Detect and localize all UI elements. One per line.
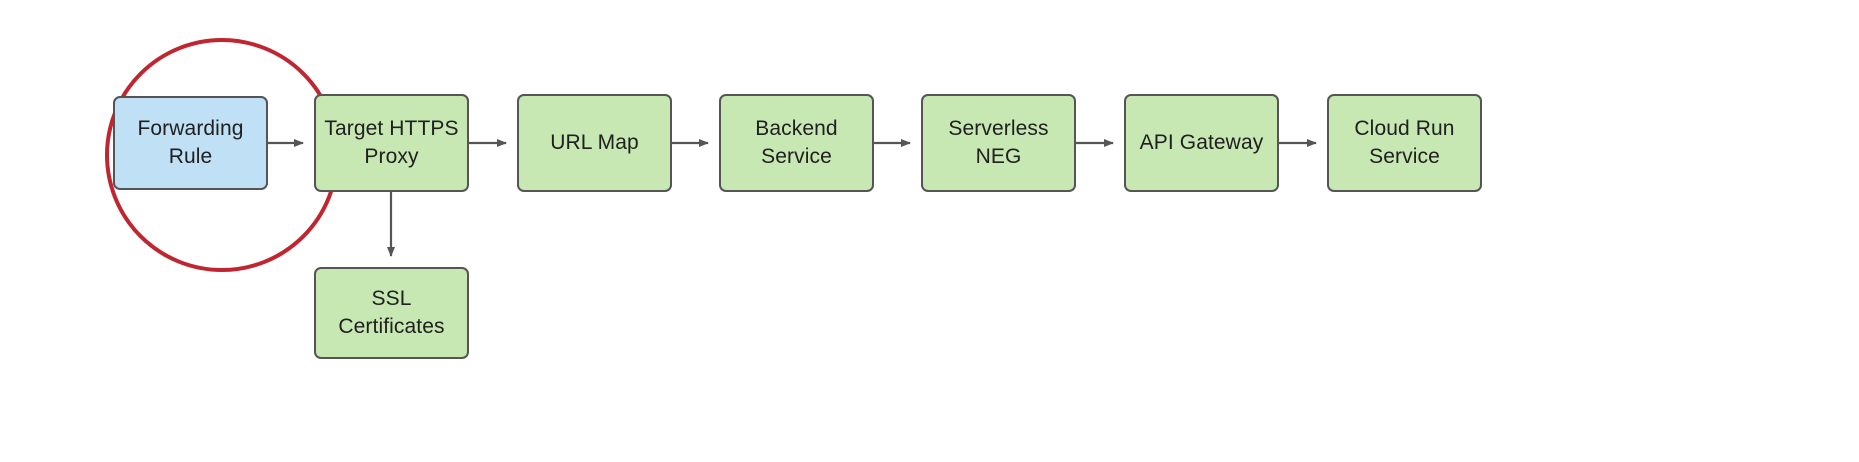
node-target-https-proxy[interactable]: Target HTTPS Proxy (314, 94, 469, 192)
node-serverless-neg-label: Serverless NEG (948, 117, 1049, 168)
node-forwarding-rule[interactable]: Forwarding Rule (113, 96, 268, 190)
node-ssl-certificates-label: SSL Certificates (338, 287, 445, 338)
node-api-gateway-label: API Gateway (1139, 131, 1264, 155)
node-cloud-run-service[interactable]: Cloud Run Service (1327, 94, 1482, 192)
node-backend-service[interactable]: Backend Service (719, 94, 874, 192)
node-api-gateway[interactable]: API Gateway (1124, 94, 1279, 192)
node-url-map[interactable]: URL Map (517, 94, 672, 192)
node-target-https-proxy-label: Target HTTPS Proxy (324, 117, 459, 168)
node-backend-service-label: Backend Service (755, 117, 838, 168)
node-serverless-neg[interactable]: Serverless NEG (921, 94, 1076, 192)
node-url-map-label: URL Map (550, 131, 639, 155)
node-cloud-run-service-label: Cloud Run Service (1354, 117, 1455, 168)
node-ssl-certificates[interactable]: SSL Certificates (314, 267, 469, 359)
node-forwarding-rule-label: Forwarding Rule (137, 117, 244, 168)
